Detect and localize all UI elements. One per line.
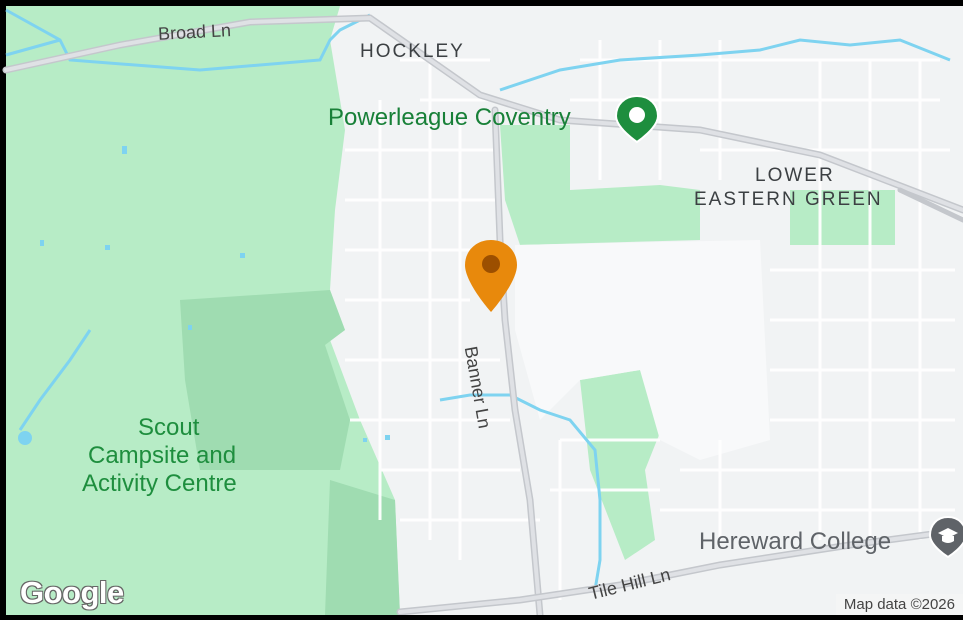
place-label-lower: LOWER [755,165,835,186]
place-label-hockley: HOCKLEY [360,41,465,62]
poi-label-hereward[interactable]: Hereward College [699,528,892,555]
road-label-broad-ln: Broad Ln [157,20,232,44]
map-attribution[interactable]: Map data ©2026 [835,594,963,615]
school-icon[interactable] [928,515,963,564]
poi-label-powerleague[interactable]: Powerleague Coventry [328,104,571,131]
park-label-line1[interactable]: Scout [138,414,200,441]
park-label-line2[interactable]: Campsite and [88,442,237,469]
park-powerleague [500,125,700,245]
google-logo[interactable]: Google [20,575,124,610]
park-label-line3[interactable]: Activity Centre [82,470,237,497]
place-label-eastern-green: EASTERN GREEN [694,189,883,210]
location-pin-icon[interactable] [463,238,519,319]
poi-pin-icon[interactable] [612,92,662,149]
